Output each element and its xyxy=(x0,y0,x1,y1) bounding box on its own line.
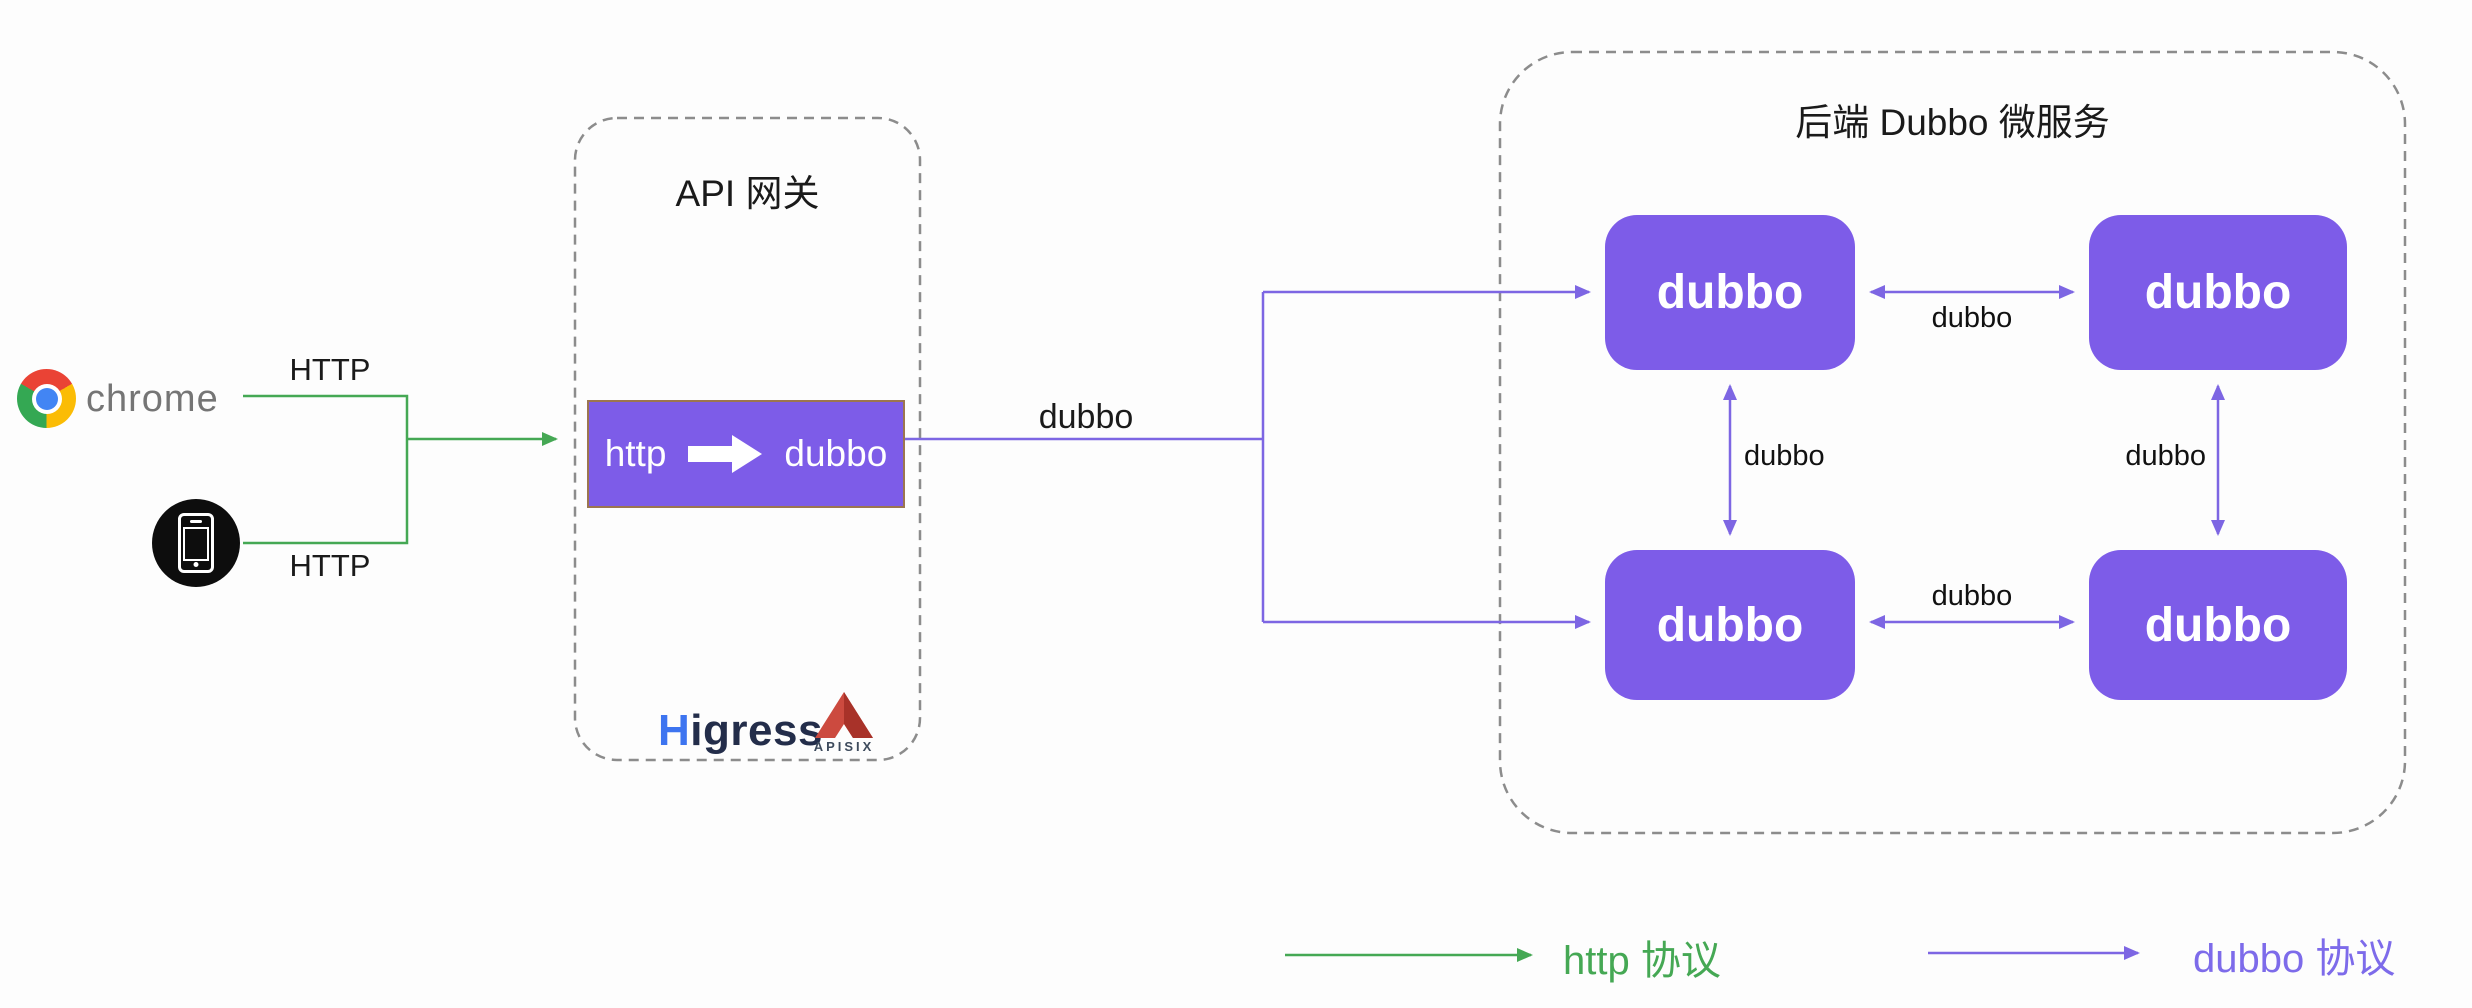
right-block-arrow-icon xyxy=(688,435,763,473)
dubbo-node-top-right: dubbo xyxy=(2089,215,2347,370)
gateway-link-label: dubbo xyxy=(1038,398,1134,436)
edge-label-top-pair: dubbo xyxy=(1931,302,2013,334)
dubbo-node-top-left: dubbo xyxy=(1605,215,1855,370)
smartphone-body xyxy=(178,513,214,573)
converter-http-label: http xyxy=(604,433,667,474)
http-label-top: HTTP xyxy=(289,352,371,387)
dubbo-node-bottom-right: dubbo xyxy=(2089,550,2347,700)
arrow-bar xyxy=(688,446,733,462)
chrome-icon xyxy=(17,369,76,428)
higress-logo-h: H xyxy=(658,706,691,755)
higress-logo: Higress xyxy=(658,706,823,756)
api-gateway-container xyxy=(573,116,922,762)
http-to-dubbo-converter-box: http dubbo xyxy=(587,400,905,508)
chrome-label: chrome xyxy=(86,378,219,420)
backend-title: 后端 Dubbo 微服务 xyxy=(1795,102,2110,143)
legend-dubbo-label: dubbo 协议 xyxy=(2193,937,2396,981)
http-label-bottom: HTTP xyxy=(289,548,371,583)
smartphone-icon xyxy=(152,499,240,587)
edge-label-left-pair: dubbo xyxy=(1744,440,1825,472)
apisix-logo-text: APISIX xyxy=(813,739,875,754)
apisix-triangle-icon xyxy=(815,692,873,738)
backend-container xyxy=(1498,50,2407,835)
smartphone-speaker xyxy=(190,520,202,523)
edge-label-right-pair: dubbo xyxy=(2125,440,2206,472)
clients-merge-line xyxy=(243,394,409,545)
smartphone-home-button xyxy=(193,562,199,567)
higress-logo-rest: igress xyxy=(690,706,823,755)
dubbo-node-bottom-left: dubbo xyxy=(1605,550,1855,700)
api-gateway-title: API 网关 xyxy=(675,173,820,214)
legend-http-label: http 协议 xyxy=(1563,939,1721,983)
arrow-tip xyxy=(732,435,763,473)
smartphone-screen xyxy=(183,527,209,561)
converter-dubbo-label: dubbo xyxy=(784,433,888,474)
edge-label-bottom-pair: dubbo xyxy=(1931,580,2013,612)
apisix-logo: APISIX xyxy=(806,692,882,754)
